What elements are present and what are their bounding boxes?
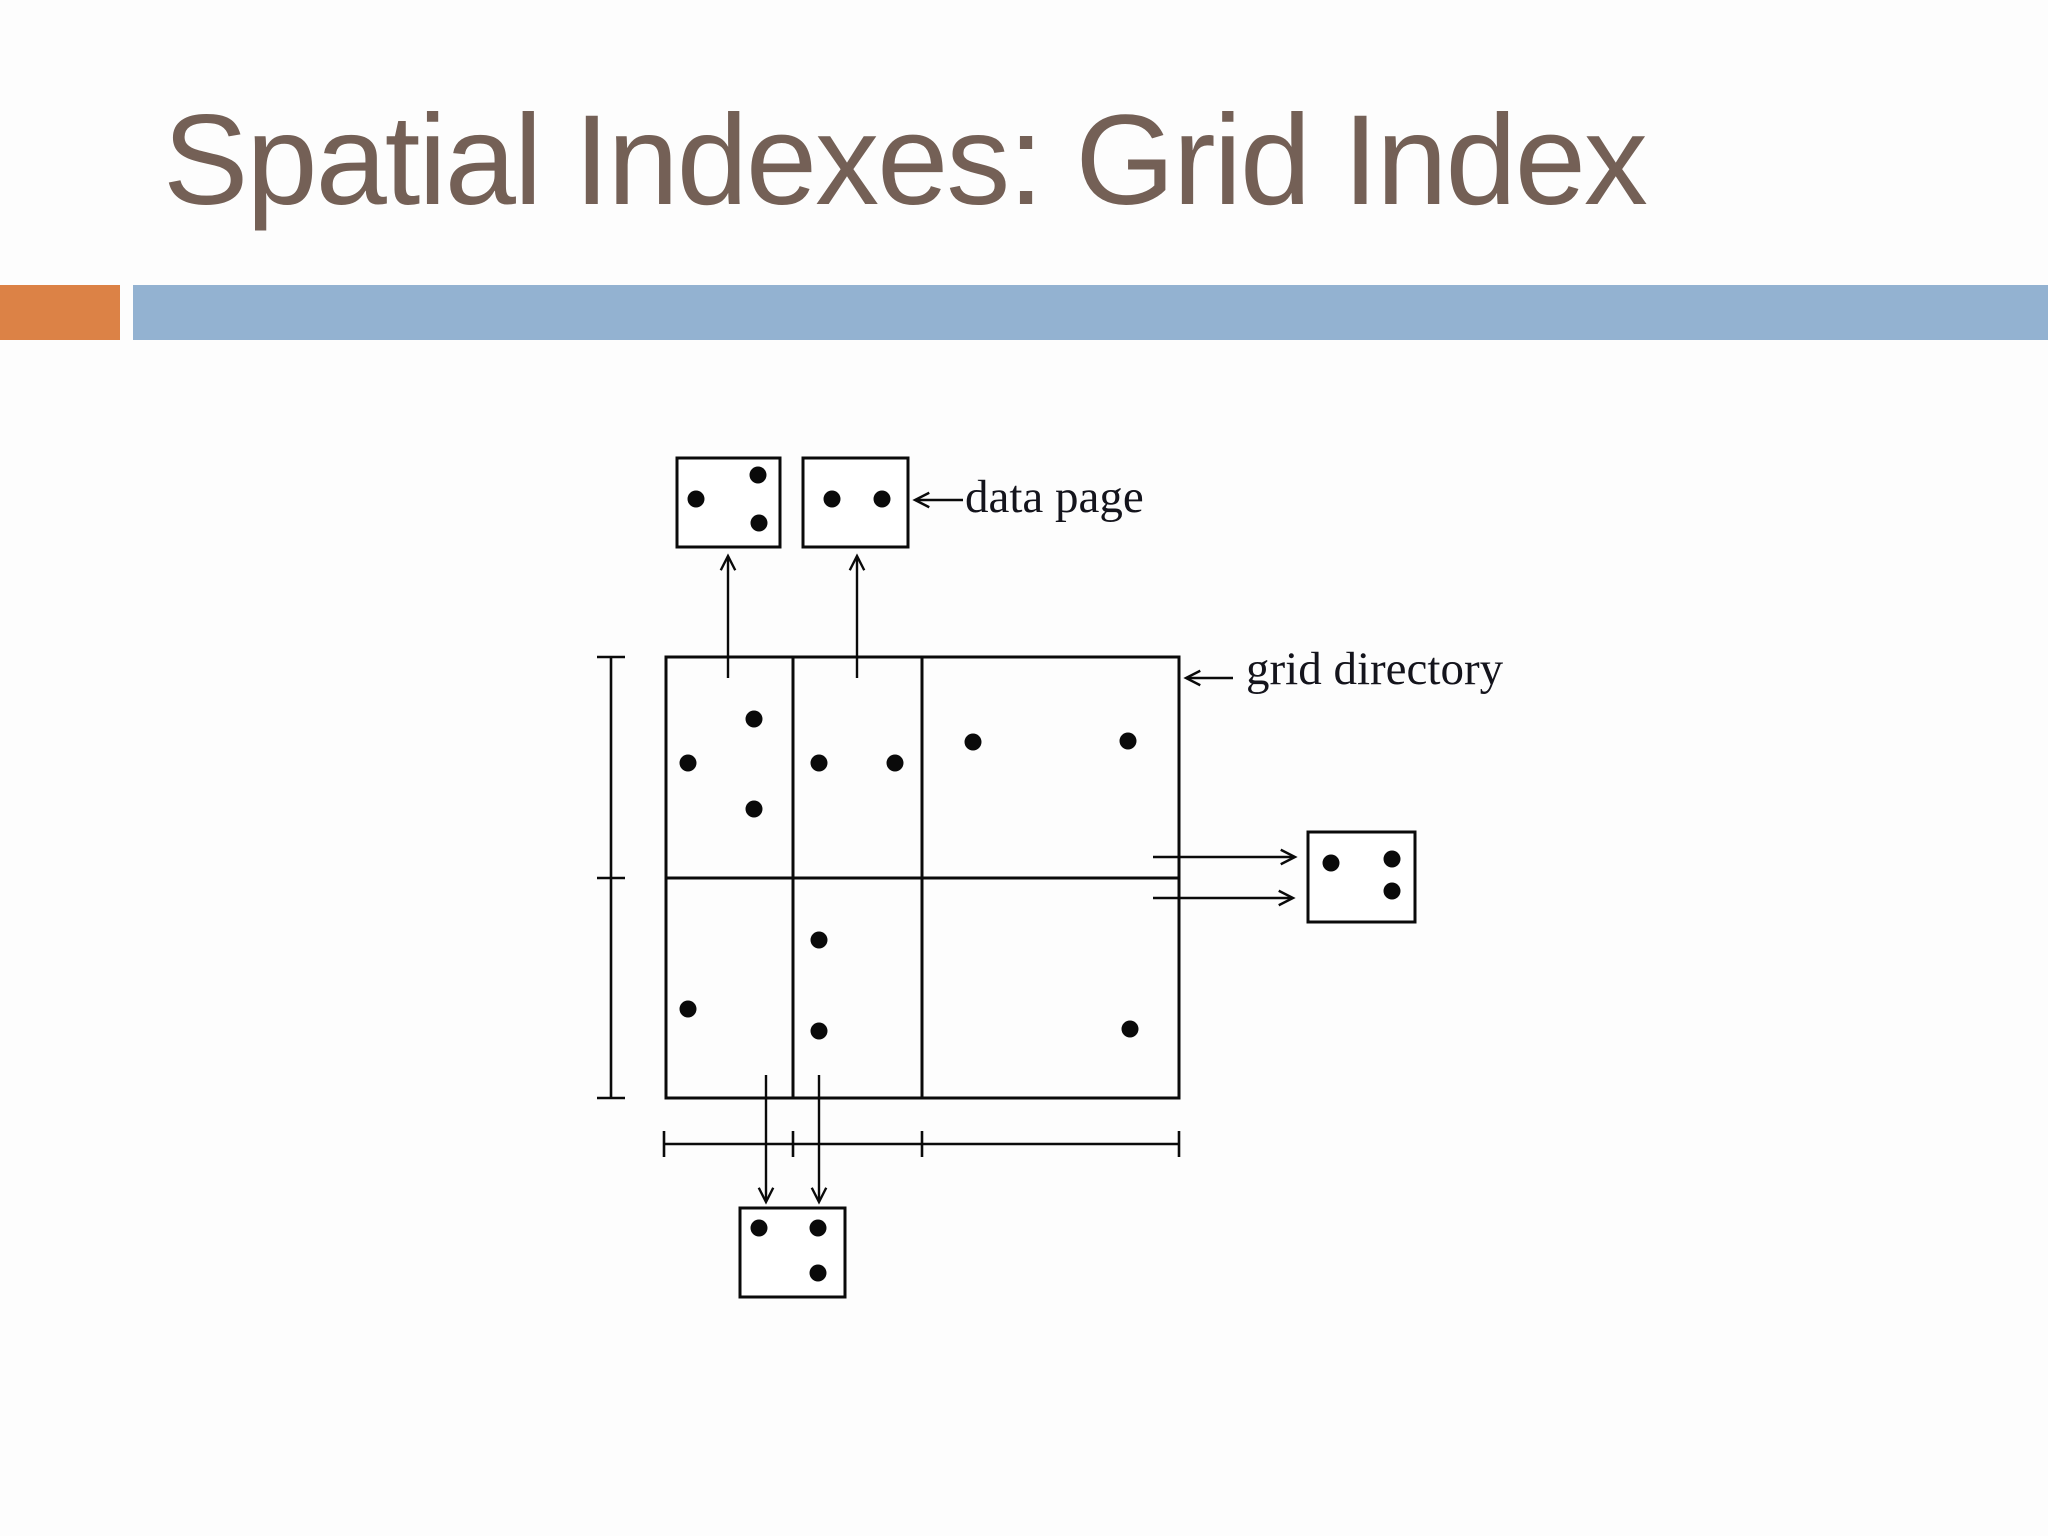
data-page-right [1306,830,1417,924]
data-page-top-right [801,456,910,549]
accent-bar-orange [0,285,120,340]
data-page-bottom-record-dot [750,1219,768,1237]
data-page-top-left-record-dot [749,466,767,484]
arrowhead [848,553,866,571]
grid-point-row1-col0 [679,1000,697,1018]
data-page-top-left-record-dot [750,514,768,532]
grid-point-row0-col0 [745,800,763,818]
data-page-top-right-record-dot [873,490,891,508]
arrowhead [1280,848,1298,866]
data-page-right-record-dot [1322,854,1340,872]
arrowhead [1183,669,1201,687]
arrowhead [912,491,930,509]
data-page-top-left-record-dot [687,490,705,508]
data-page-label: data page [965,471,1144,523]
data-page-right-record-dot [1383,850,1401,868]
arrowhead [719,553,737,571]
grid-point-row1-col2 [1121,1020,1139,1038]
data-page-top-right-record-dot [823,490,841,508]
grid-point-row0-col0 [679,754,697,772]
grid-point-row0-col1 [886,754,904,772]
data-page-bottom-record-dot [809,1219,827,1237]
grid-point-row0-col2 [964,733,982,751]
arrowhead [810,1187,828,1205]
accent-bar-blue [133,285,2048,340]
arrowhead [757,1187,775,1205]
slide-title: Spatial Indexes: Grid Index [163,89,1648,232]
arrowhead [1278,889,1296,907]
grid-directory-label: grid directory [1246,643,1504,695]
data-page-bottom-record-dot [809,1264,827,1282]
grid-point-row1-col1 [810,931,828,949]
grid-point-row0-col1 [810,754,828,772]
grid-point-row0-col0 [745,710,763,728]
grid-point-row1-col1 [810,1022,828,1040]
grid-point-row0-col2 [1119,732,1137,750]
data-page-right-record-dot [1383,882,1401,900]
